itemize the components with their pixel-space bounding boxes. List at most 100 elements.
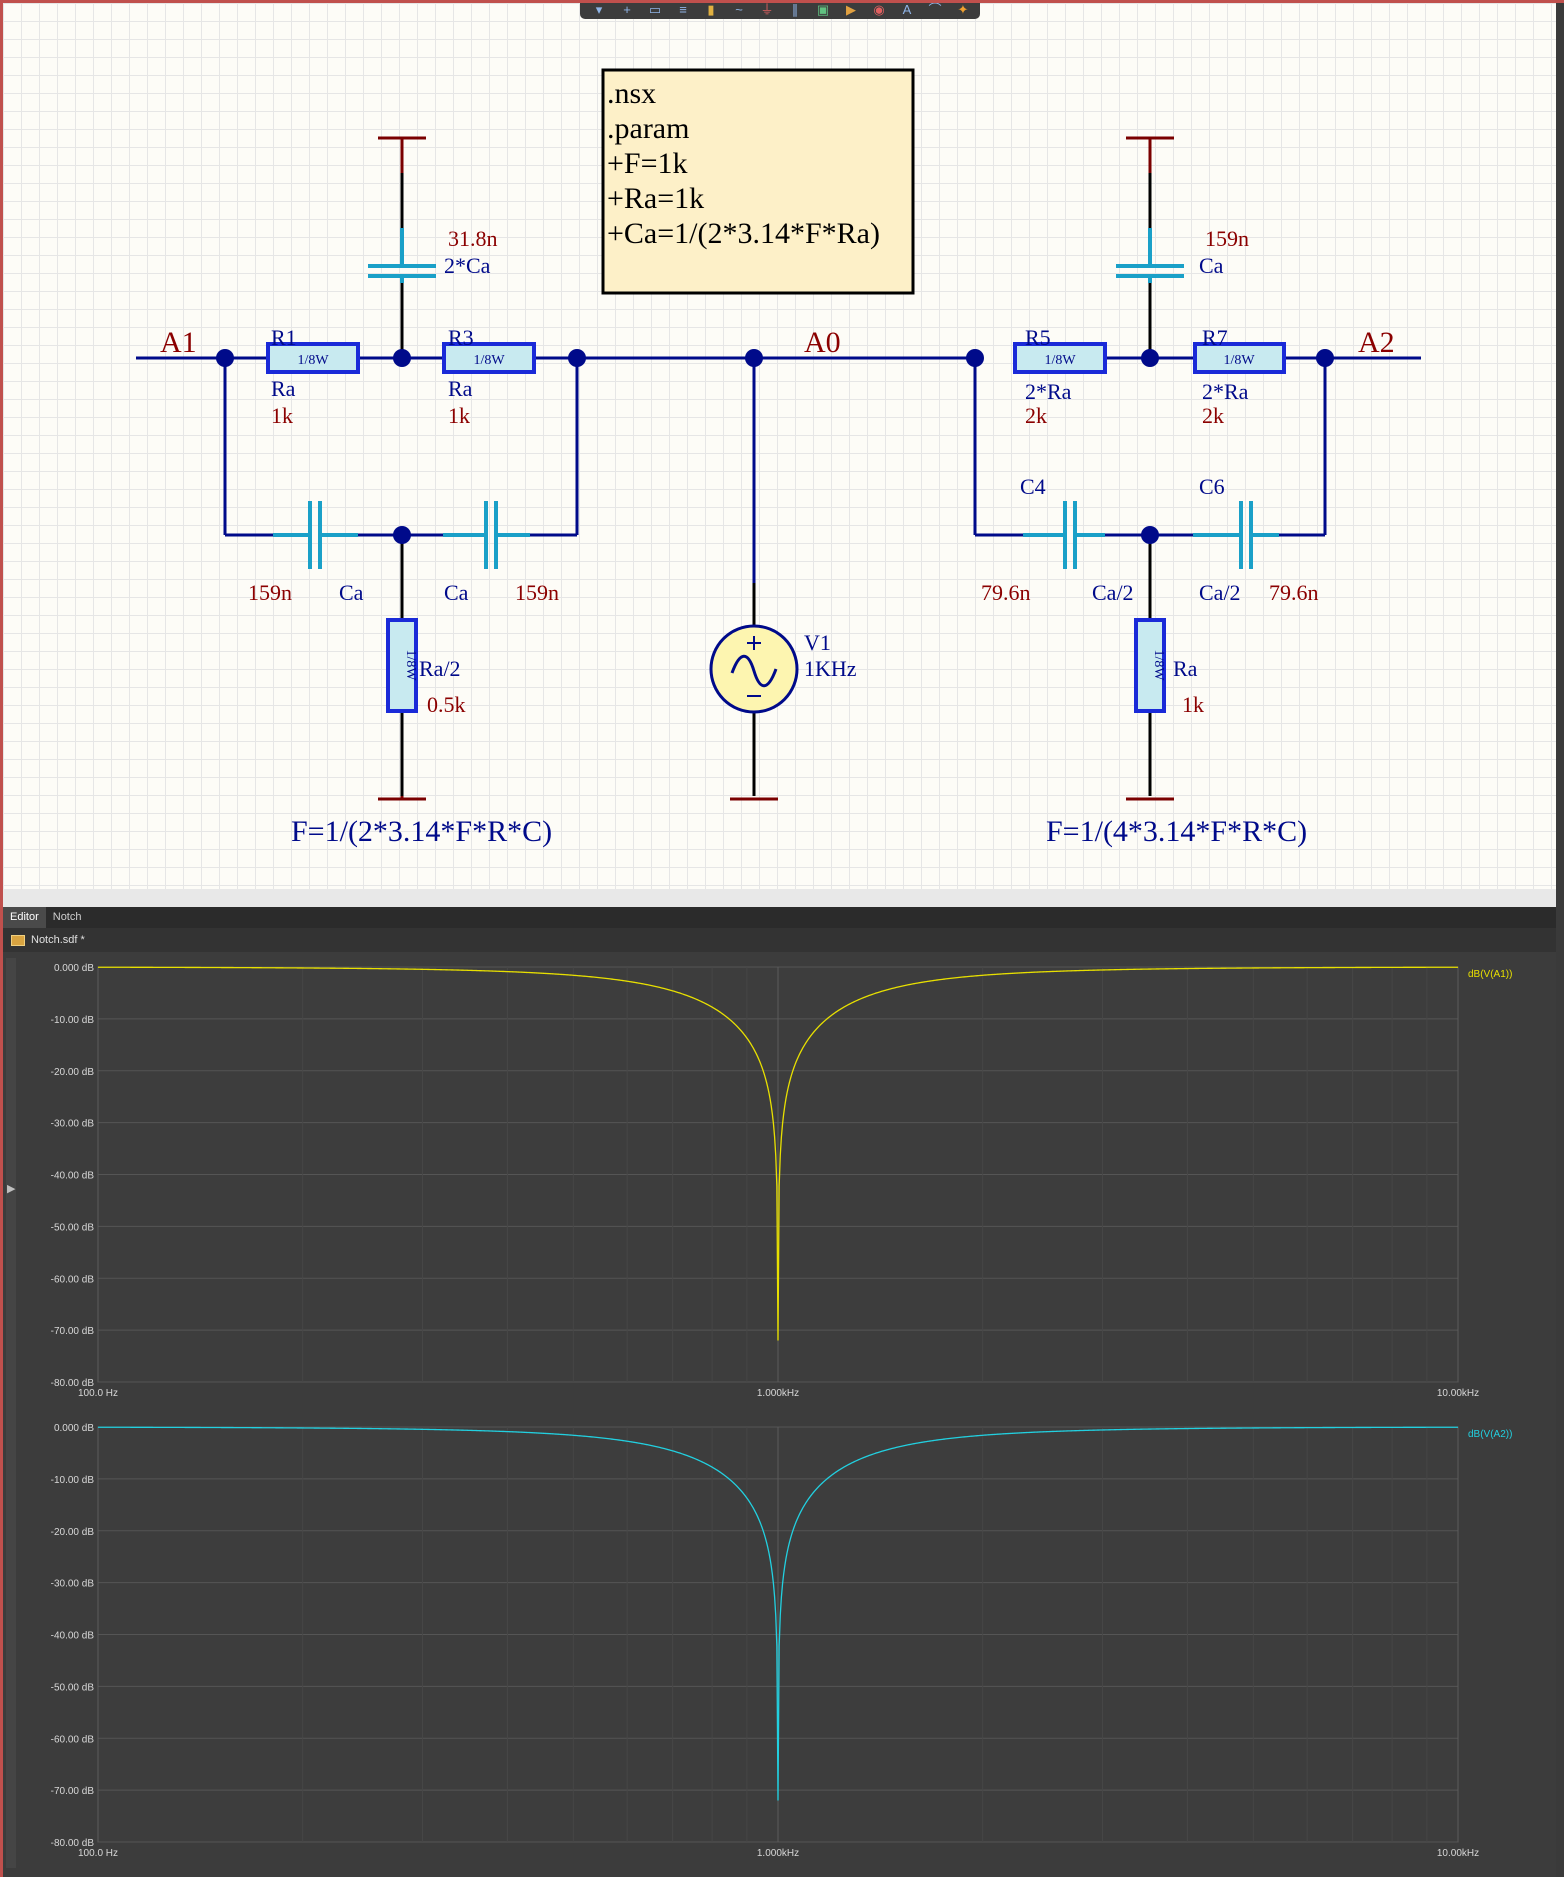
- y-tick-label: -80.00 dB: [51, 1838, 95, 1849]
- trace-line: [98, 966, 1458, 1341]
- window-border-left: [0, 0, 3, 1877]
- c4-param: Ca/2: [1092, 580, 1134, 605]
- net-label-icon[interactable]: ▣: [816, 1, 830, 17]
- wire-icon[interactable]: ~: [735, 1, 743, 17]
- tab-notch[interactable]: Notch: [52, 911, 82, 923]
- y-tick-label: -50.00 dB: [51, 1682, 95, 1693]
- r-left-value: 0.5k: [427, 692, 466, 717]
- y-tick-label: -50.00 dB: [51, 1222, 95, 1233]
- spice-note[interactable]: .nsx .param +F=1k +Ra=1k +Ca=1/(2*3.14*F…: [601, 68, 915, 295]
- c4-ref: C4: [1020, 474, 1046, 499]
- resistor-r7[interactable]: [1193, 342, 1286, 374]
- x-tick-label: 100.0 Hz: [78, 1848, 118, 1859]
- r1-param: Ra: [271, 376, 296, 401]
- r5-ref: R5: [1025, 325, 1051, 350]
- port-icon[interactable]: ▶: [846, 1, 856, 17]
- r7-ref: R7: [1202, 325, 1228, 350]
- tab-editor[interactable]: Editor: [3, 907, 46, 928]
- r5-param: 2*Ra: [1025, 379, 1072, 404]
- capacitor-symbols: [273, 228, 1279, 569]
- junction-dots: [216, 349, 1334, 544]
- y-tick-label: -30.00 dB: [51, 1119, 95, 1130]
- c-top-right-param: Ca: [1199, 253, 1224, 278]
- schematic-toolbar: ▾ + ▭ ≡ ▮ ~ ⏚ ∥ ▣ ▶ ◉ A ⌒ ✦: [580, 0, 980, 19]
- r7-param: 2*Ra: [1202, 379, 1249, 404]
- voltage-source-v1[interactable]: [709, 624, 799, 714]
- select-rect-icon[interactable]: ▭: [648, 1, 662, 17]
- c-bot-l1-param: Ca: [339, 580, 364, 605]
- r5-value: 2k: [1025, 403, 1047, 428]
- y-tick-label: -60.00 dB: [51, 1734, 95, 1745]
- arc-icon[interactable]: ⌒: [928, 1, 942, 17]
- waveform-file-icon: [11, 934, 25, 946]
- y-tick-label: -40.00 dB: [51, 1631, 95, 1642]
- y-tick-label: -70.00 dB: [51, 1786, 95, 1797]
- text-icon[interactable]: A: [902, 1, 912, 17]
- component-icon[interactable]: ▮: [707, 1, 715, 17]
- note-line-3: +F=1k: [607, 147, 688, 180]
- power-symbols: [378, 136, 1174, 801]
- ground-icon[interactable]: ⏚: [760, 1, 774, 17]
- note-line-1: .nsx: [607, 77, 656, 110]
- probe-icon[interactable]: ◉: [873, 1, 885, 17]
- r-left-type: 1/8W: [403, 649, 418, 681]
- net-label-a2[interactable]: A2: [1358, 326, 1395, 359]
- r3-param: Ra: [448, 376, 473, 401]
- c6-ref: C6: [1199, 474, 1225, 499]
- net-label-a0[interactable]: A0: [804, 326, 841, 359]
- x-tick-label: 1.000kHz: [757, 1388, 799, 1399]
- formula-left: F=1/(2*3.14*F*R*C): [291, 815, 552, 848]
- resistor-left-vertical[interactable]: [386, 618, 418, 713]
- schematic-scroll-area: [3, 889, 1556, 907]
- legend-label: dB(V(A1)): [1468, 969, 1512, 980]
- y-tick-label: -80.00 dB: [51, 1378, 95, 1389]
- resistor-r5[interactable]: [1013, 342, 1107, 374]
- r7-type: 1/8W: [1223, 353, 1255, 368]
- component-leads: [400, 173, 1152, 796]
- r-right-type: 1/8W: [1151, 649, 1166, 681]
- c-bot-l2-param: Ca: [444, 580, 469, 605]
- c4-value: 79.6n: [981, 580, 1031, 605]
- r-left-param: Ra/2: [419, 656, 461, 681]
- waveform-panel: 0.000 dB -10.00 dB -20.00 dB -30.00 dB -40.0…: [3, 952, 1556, 1877]
- resistor-r3[interactable]: [442, 342, 536, 374]
- y-tick-label: -10.00 dB: [51, 1475, 95, 1486]
- x-tick-label: 100.0 Hz: [78, 1388, 118, 1399]
- x-tick-label: 1.000kHz: [757, 1848, 799, 1859]
- r3-value: 1k: [448, 403, 470, 428]
- v1-ref: V1: [804, 630, 831, 655]
- note-line-4: +Ra=1k: [607, 182, 704, 215]
- y-tick-label: -10.00 dB: [51, 1015, 95, 1026]
- align-icon[interactable]: ≡: [679, 1, 687, 17]
- resistor-right-vertical[interactable]: [1134, 618, 1166, 713]
- y-tick-label: 0.000 dB: [54, 1423, 94, 1434]
- file-name[interactable]: Notch.sdf *: [31, 934, 85, 946]
- legend-label: dB(V(A2)): [1468, 1429, 1512, 1440]
- x-tick-label: 10.00kHz: [1437, 1388, 1479, 1399]
- y-tick-label: -70.00 dB: [51, 1326, 95, 1337]
- panel-side-strip: [6, 958, 16, 1868]
- x-tick-label: 10.00kHz: [1437, 1848, 1479, 1859]
- document-tabs: Editor Notch: [3, 907, 1556, 928]
- y-tick-label: -30.00 dB: [51, 1579, 95, 1590]
- resistor-bodies: [266, 342, 1286, 713]
- power-icon[interactable]: ✦: [957, 1, 969, 17]
- r1-value: 1k: [271, 403, 293, 428]
- plus-icon[interactable]: +: [623, 1, 631, 17]
- r1-type: 1/8W: [297, 353, 329, 368]
- schematic-canvas[interactable]: 1/8W 1/8W 1/8W 1/8W 1/8W 1/8W R1 Ra R3 R…: [3, 3, 1556, 889]
- filter-icon[interactable]: ▾: [595, 1, 603, 17]
- r1-ref: R1: [271, 325, 297, 350]
- net-label-a1[interactable]: A1: [160, 326, 197, 359]
- r3-ref: R3: [448, 325, 474, 350]
- trace-line: [98, 1426, 1458, 1801]
- note-line-2: .param: [607, 112, 689, 145]
- resistor-r1[interactable]: [266, 342, 360, 374]
- expand-arrow-icon[interactable]: ▶: [7, 1183, 16, 1195]
- v1-value: 1KHz: [804, 656, 857, 681]
- bus-icon[interactable]: ∥: [791, 1, 799, 17]
- r5-type: 1/8W: [1044, 353, 1076, 368]
- y-tick-label: -20.00 dB: [51, 1527, 95, 1538]
- schematic-drawing: 1/8W 1/8W 1/8W 1/8W 1/8W 1/8W R1 Ra R3 R…: [136, 68, 1421, 848]
